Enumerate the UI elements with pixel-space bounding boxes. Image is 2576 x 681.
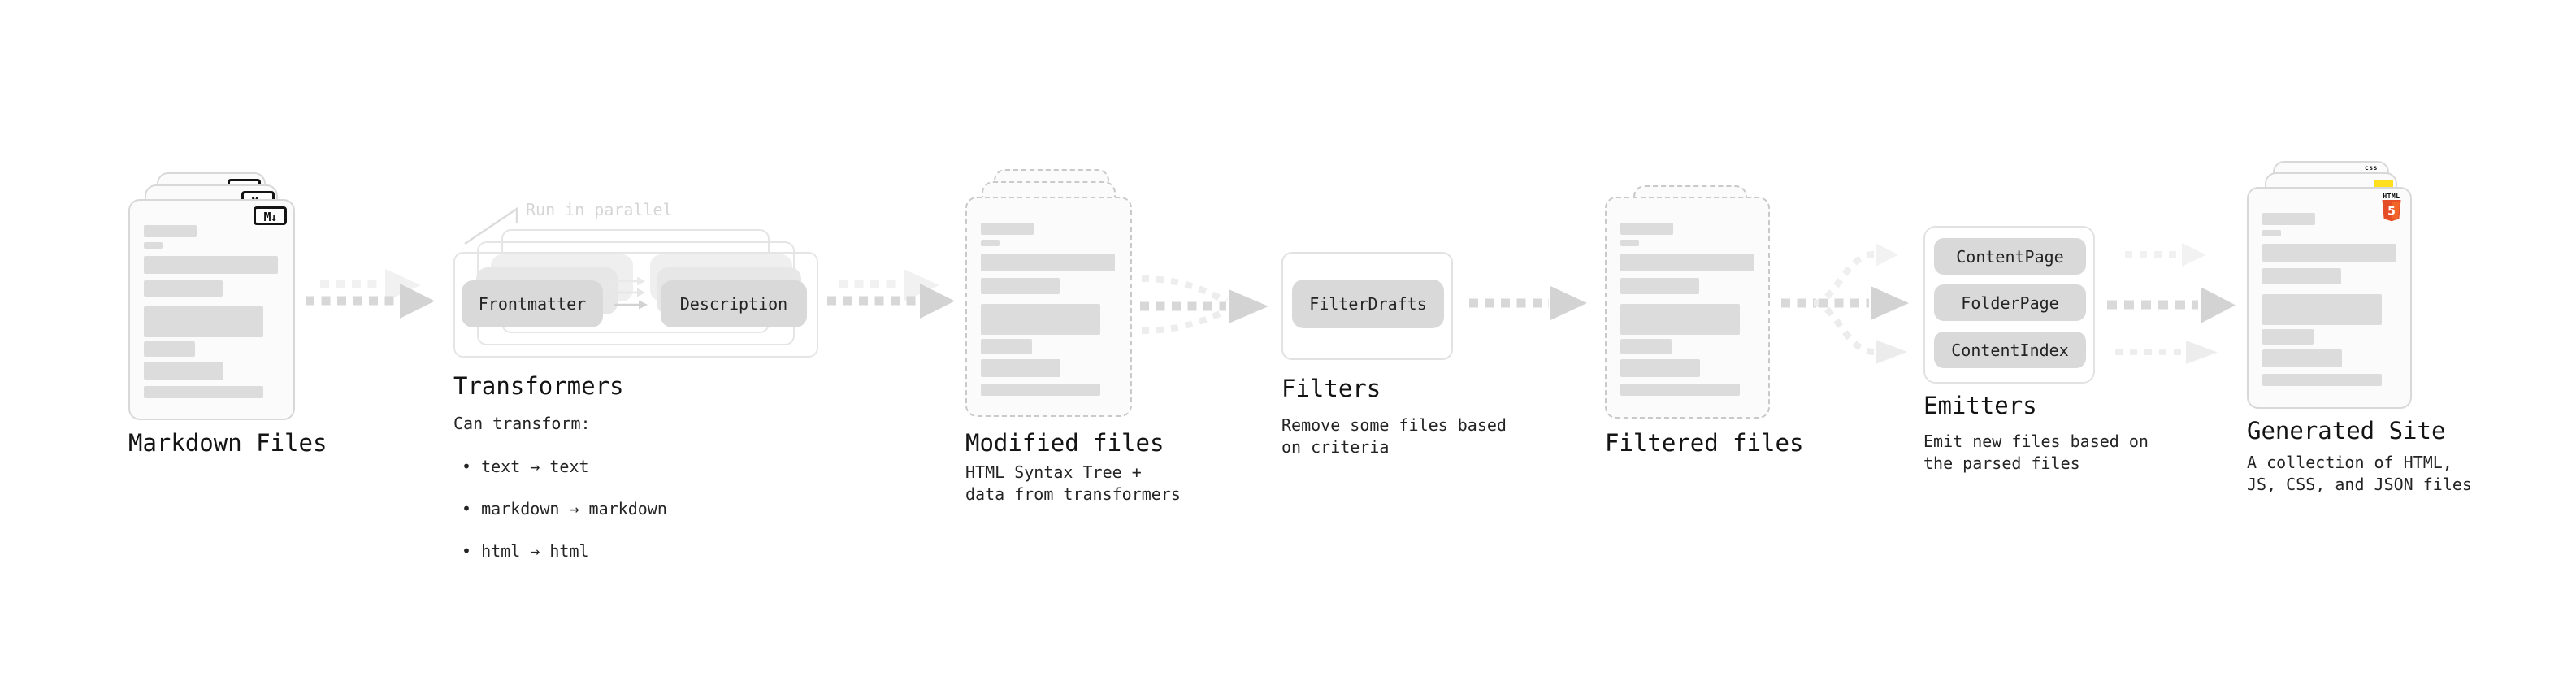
emitter-pill-contentpage: ContentPage bbox=[1934, 238, 2086, 275]
placeholder-bar bbox=[144, 306, 263, 337]
generated-site-desc: A collection of HTML, JS, CSS, and JSON … bbox=[2247, 453, 2472, 494]
placeholder-bar bbox=[981, 278, 1060, 294]
placeholder-bar bbox=[2262, 213, 2315, 225]
placeholder-bar bbox=[144, 362, 223, 380]
stage-label-filters: Filters bbox=[1281, 375, 1381, 402]
transformers-bullet-list: • text → text • markdown → markdown • ht… bbox=[462, 435, 667, 583]
placeholder-bar bbox=[981, 254, 1115, 271]
transformer-pill-frontmatter: Frontmatter bbox=[462, 280, 603, 327]
bullet-item: • markdown → markdown bbox=[462, 499, 667, 518]
site-file-card-html: HTML 5 bbox=[2247, 187, 2412, 409]
placeholder-bar bbox=[2262, 268, 2341, 284]
markdown-file-card-front: M↓ bbox=[128, 199, 295, 420]
placeholder-bar bbox=[981, 339, 1032, 354]
modified-files-desc: HTML Syntax Tree + data from transformer… bbox=[965, 462, 1181, 504]
placeholder-bar bbox=[1620, 278, 1699, 294]
emitter-pill-folderpage: FolderPage bbox=[1934, 284, 2086, 321]
placeholder-bar bbox=[2262, 244, 2396, 262]
html5-wordmark: HTML bbox=[2383, 193, 2400, 200]
flow-arrow-filters-to-filtered bbox=[1469, 286, 1587, 320]
placeholder-bar bbox=[144, 242, 163, 249]
parallel-arrows-icon bbox=[614, 276, 648, 310]
transformers-desc-title: Can transform: bbox=[453, 414, 591, 433]
placeholder-bar bbox=[981, 384, 1100, 396]
placeholder-bar bbox=[144, 225, 197, 237]
flow-arrow-emitters-to-site bbox=[2107, 243, 2236, 364]
modified-file-card-front bbox=[965, 197, 1132, 417]
placeholder-bar bbox=[2262, 230, 2281, 236]
emitter-pill-contentindex: ContentIndex bbox=[1934, 332, 2086, 368]
flow-arrow-filtered-to-emitters bbox=[1781, 243, 1909, 364]
emitters-desc: Emit new files based on the parsed files bbox=[1923, 432, 2149, 473]
placeholder-bar bbox=[2262, 329, 2314, 345]
placeholder-bar bbox=[144, 280, 223, 297]
flow-arrow-modified-to-filters bbox=[1140, 275, 1268, 334]
placeholder-bar bbox=[981, 304, 1100, 335]
document-placeholder-lines bbox=[967, 198, 1130, 415]
bullet-item: • html → html bbox=[462, 541, 589, 561]
html5-logo-icon: HTML 5 bbox=[2381, 193, 2402, 222]
filtered-file-card-front bbox=[1605, 197, 1770, 419]
html5-shield: 5 bbox=[2382, 200, 2401, 222]
flow-arrow-transformers-to-modified bbox=[827, 269, 955, 319]
placeholder-bar bbox=[1620, 339, 1672, 354]
bullet-item: • text → text bbox=[462, 457, 589, 476]
placeholder-bar bbox=[144, 386, 263, 398]
placeholder-bar bbox=[981, 223, 1034, 235]
transformer-box-front bbox=[453, 252, 818, 358]
placeholder-bar bbox=[1620, 304, 1740, 335]
placeholder-bar bbox=[981, 240, 1000, 246]
callout-line bbox=[464, 206, 518, 245]
placeholder-bar bbox=[1620, 223, 1673, 235]
placeholder-bar bbox=[2262, 294, 2382, 325]
document-placeholder-lines bbox=[2249, 189, 2410, 407]
placeholder-bar bbox=[2262, 374, 2382, 386]
placeholder-bar bbox=[2262, 349, 2342, 367]
placeholder-bar bbox=[1620, 240, 1639, 246]
filter-pill-filterdrafts: FilterDrafts bbox=[1292, 280, 1444, 328]
stage-label-generated-site: Generated Site bbox=[2247, 417, 2446, 445]
stage-label-filtered-files: Filtered files bbox=[1605, 429, 1804, 457]
placeholder-bar bbox=[1620, 254, 1754, 271]
placeholder-bar bbox=[144, 341, 195, 357]
stage-label-emitters: Emitters bbox=[1923, 392, 2037, 419]
placeholder-bar bbox=[1620, 359, 1700, 377]
css-icon-label: css bbox=[2365, 164, 2378, 171]
markdown-icon: M↓ bbox=[254, 206, 287, 225]
placeholder-bar bbox=[144, 256, 278, 274]
stage-label-markdown-files: Markdown Files bbox=[128, 429, 327, 457]
run-in-parallel-note: Run in parallel bbox=[526, 200, 673, 219]
transformer-pill-description: Description bbox=[661, 280, 807, 327]
stage-label-transformers: Transformers bbox=[453, 372, 624, 400]
flow-arrow-markdown-to-transformers bbox=[306, 269, 435, 319]
document-placeholder-lines bbox=[1607, 198, 1768, 417]
placeholder-bar bbox=[1620, 384, 1740, 396]
svg-text:5: 5 bbox=[2387, 206, 2396, 219]
filters-desc: Remove some files based on criteria bbox=[1281, 415, 1507, 457]
stage-label-modified-files: Modified files bbox=[965, 429, 1164, 457]
placeholder-bar bbox=[981, 359, 1060, 377]
document-placeholder-lines bbox=[130, 201, 293, 419]
